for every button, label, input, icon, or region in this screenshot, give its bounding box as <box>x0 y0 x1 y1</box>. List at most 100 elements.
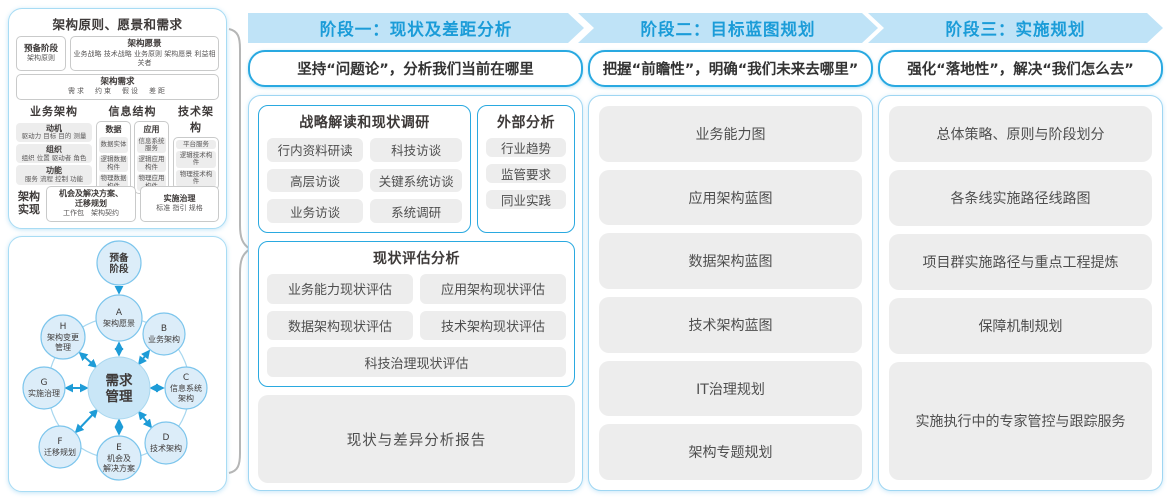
phase2-content-panel: 业务能力图 应用架构蓝图 数据架构蓝图 技术架构蓝图 IT治理规划 架构专题规划 <box>588 95 873 491</box>
architecture-vision-items: 业务战略 技术战略 业务原则 架构愿景 利益相关者 <box>73 49 216 67</box>
motivation-box: 动机 驱动力 目标 目的 测量 <box>16 122 92 142</box>
architecture-vision-title: 架构愿景 <box>127 39 162 49</box>
data-item: 数据实体 <box>99 136 128 154</box>
adm-node-label: 架构变更 <box>47 332 79 342</box>
adm-node-d: D 技术架构 <box>144 421 188 465</box>
adm-center-label: 需求 <box>106 372 133 389</box>
opportunity-title-line2: 迁移规划 <box>74 199 107 209</box>
adm-node-label: 业务架构 <box>148 334 180 344</box>
phase2-banner: 阶段二：目标蓝图规划 <box>578 13 878 43</box>
application-item: 信息系统服务 <box>137 136 166 154</box>
strategy-item: 科技访谈 <box>370 138 462 162</box>
adm-node-letter: A <box>116 308 123 318</box>
organization-box: 组织 组织 位置 驱动者 角色 <box>16 143 92 164</box>
function-box: 功能 服务 流程 控制 功能 <box>16 165 92 185</box>
architecture-framework-panel: 架构原则、愿景和需求 预备阶段 架构原则 架构愿景 业务战略 技术战略 业务原则… <box>8 8 227 229</box>
adm-node-label: 解决方案 <box>103 463 135 473</box>
assessment-item: 技术架构现状评估 <box>420 310 566 341</box>
adm-node-letter: E <box>116 443 122 453</box>
flow-arrow <box>137 349 151 366</box>
blueprint-item: 业务能力图 <box>599 106 862 162</box>
strategy-research-box: 战略解读和现状调研 行内资料研读 科技访谈 高层访谈 关键系统访谈 业务访谈 系… <box>258 105 471 233</box>
assessment-item: 应用架构现状评估 <box>420 274 566 304</box>
data-item: 逻辑数据构件 <box>99 155 128 173</box>
adm-node-label: 信息系统 <box>170 383 202 393</box>
framework-columns: 业务架构 动机 驱动力 目标 目的 测量 组织 组织 位置 驱动者 角色 功能 … <box>16 103 219 195</box>
assessment-analysis-title: 现状评估分析 <box>373 251 460 267</box>
technology-subcolumn: 平台服务 逻辑技术构件 物理技术构件 <box>173 136 219 190</box>
data-subcolumn: 数据 数据实体 逻辑数据构件 物理数据构件 <box>96 120 131 195</box>
implementation-item: 保障机制规划 <box>889 298 1152 354</box>
external-analysis-box: 外部分析 行业趋势 监管要求 同业实践 <box>477 105 575 233</box>
strategy-item: 系统调研 <box>370 199 462 223</box>
adm-node-letter: C <box>183 373 189 383</box>
blueprint-item: 技术架构蓝图 <box>599 297 862 353</box>
function-items: 服务 流程 控制 功能 <box>24 174 84 183</box>
adm-node-c: C 信息系统 架构 <box>164 366 208 410</box>
implementation-item: 总体策略、原则与阶段划分 <box>889 106 1152 162</box>
architecture-realization-row: 架构 实现 机会及解决方案、 迁移规划 工作包 架构契约 实施治理 标准 指引 … <box>16 186 219 222</box>
adm-center-label: 管理 <box>106 388 133 405</box>
adm-node-label: 架构 <box>178 393 194 403</box>
implementation-item: 项目群实施路径与重点工程提炼 <box>889 234 1152 290</box>
architecture-requirement-items: 需求 约束 假设 差距 <box>68 87 167 96</box>
prep-stage-item: 架构原则 <box>27 54 55 63</box>
implementation-item: 实施执行中的专家管控与跟踪服务 <box>889 362 1152 480</box>
external-item: 同业实践 <box>486 190 566 209</box>
adm-node-label: 管理 <box>55 342 71 352</box>
phase2-subtitle: 把握“前瞻性”，明确“我们未来去哪里” <box>588 50 873 87</box>
strategy-item: 业务访谈 <box>267 199 364 223</box>
organization-title: 组织 <box>46 144 62 154</box>
phase1-banner: 阶段一：现状及差距分析 <box>248 13 584 43</box>
framework-panel-title: 架构原则、愿景和需求 <box>52 17 183 32</box>
technology-architecture-header: 技术架构 <box>178 104 214 134</box>
adm-node-label: 技术架构 <box>150 443 182 453</box>
architecture-requirement-box: 架构需求 需求 约束 假设 差距 <box>16 73 219 100</box>
adm-node-letter: B <box>161 324 167 334</box>
architecture-requirement-title: 架构需求 <box>100 76 135 87</box>
adm-node-label: 实施治理 <box>28 388 60 398</box>
adm-node-f: F 迁移规划 <box>38 425 82 469</box>
external-analysis-title: 外部分析 <box>497 115 555 131</box>
realization-label-line2: 实现 <box>18 203 40 216</box>
organization-items: 组织 位置 驱动者 角色 <box>21 153 87 162</box>
framework-top-row: 预备阶段 架构原则 架构愿景 业务战略 技术战略 业务原则 架构愿景 利益相关者 <box>16 36 219 71</box>
adm-node-e: E 机会及 解决方案 <box>96 435 142 481</box>
blueprint-item: 应用架构蓝图 <box>599 169 862 226</box>
motivation-items: 驱动力 目标 目的 测量 <box>21 132 87 141</box>
data-title: 数据 <box>105 124 122 134</box>
implementation-governance-box: 实施治理 标准 指引 规格 <box>139 186 219 222</box>
flow-arrow <box>78 351 98 369</box>
phase3-subtitle: 强化“落地性”，解决“我们怎么去” <box>878 50 1163 87</box>
technology-item: 逻辑技术构件 <box>176 151 216 168</box>
strategy-item: 行内资料研读 <box>267 138 364 162</box>
adm-node-letter: D <box>163 433 170 443</box>
adm-node-g: G 实施治理 <box>22 366 66 410</box>
application-item: 逻辑应用构件 <box>137 155 166 173</box>
opportunity-migration-box: 机会及解决方案、 迁移规划 工作包 架构契约 <box>46 186 136 222</box>
adm-node-a: A 架构愿景 <box>95 294 143 342</box>
external-item: 监管要求 <box>486 164 566 183</box>
adm-node-label: 架构愿景 <box>103 318 135 328</box>
assessment-item: 科技治理现状评估 <box>267 347 566 377</box>
adm-cycle-diagram: 预备 阶段 A 架构愿景 B 业务架构 C 信息系统 架构 D 技术架构 <box>22 240 208 481</box>
opportunity-title-line1: 机会及解决方案、 <box>58 189 123 199</box>
prep-stage-title: 预备阶段 <box>23 43 58 54</box>
flow-arrow <box>74 408 99 434</box>
business-architecture-column: 业务架构 动机 驱动力 目标 目的 测量 组织 组织 位置 驱动者 角色 功能 … <box>16 103 92 185</box>
adm-node-label: 预备 <box>109 252 129 264</box>
adm-node-label: 阶段 <box>109 263 129 275</box>
assessment-item: 业务能力现状评估 <box>267 274 413 304</box>
information-structure-column: 信息结构 数据 数据实体 逻辑数据构件 物理数据构件 应用 信息系统服务 逻辑应… <box>96 103 169 195</box>
flow-arrow <box>137 410 153 429</box>
strategy-research-title: 战略解读和现状调研 <box>299 115 430 131</box>
technology-architecture-column: 技术架构 平台服务 逻辑技术构件 物理技术构件 <box>173 103 219 190</box>
assessment-analysis-box: 现状评估分析 业务能力现状评估 应用架构现状评估 数据架构现状评估 技术架构现状… <box>258 241 575 387</box>
adm-node-letter: G <box>41 378 48 388</box>
governance-items: 标准 指引 规格 <box>156 204 203 213</box>
architecture-vision-box: 架构愿景 业务战略 技术战略 业务原则 架构愿景 利益相关者 <box>70 36 219 71</box>
adm-node-center: 需求 管理 <box>87 356 151 420</box>
phase3-content-panel: 总体策略、原则与阶段划分 各条线实施路径线路图 项目群实施路径与重点工程提炼 保… <box>878 95 1163 491</box>
assessment-item: 数据架构现状评估 <box>267 310 413 341</box>
business-architecture-header: 业务架构 <box>30 104 78 118</box>
